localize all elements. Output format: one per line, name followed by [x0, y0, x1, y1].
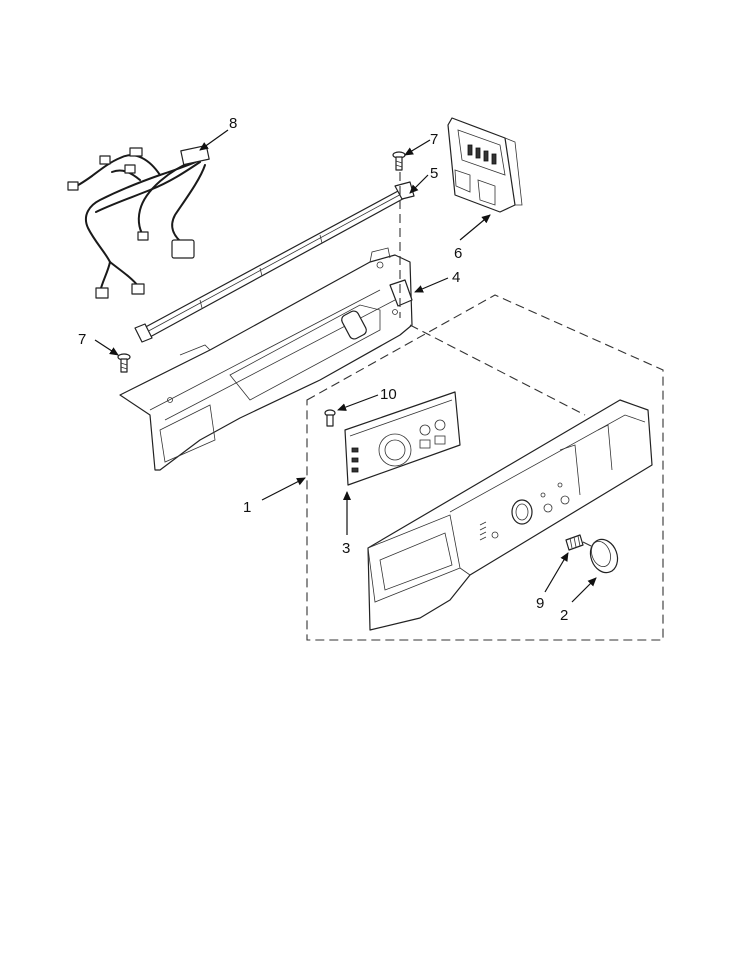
screw-part-top — [392, 151, 406, 171]
callout-3: 3 — [342, 540, 350, 557]
assembly-boundary — [306, 294, 664, 641]
console-panel-part — [367, 399, 653, 631]
interface-board-part — [344, 391, 461, 486]
board-screw-part — [324, 409, 336, 427]
control-module-part — [447, 117, 523, 213]
assembly-line-frame-to-panel — [409, 324, 586, 416]
knob-spring-part — [565, 534, 596, 551]
leader-arrow-7-top — [404, 139, 431, 156]
leader-arrow-8 — [199, 129, 229, 151]
control-knob-part — [589, 538, 619, 574]
callout-5: 5 — [430, 165, 438, 182]
callout-10: 10 — [380, 386, 397, 403]
wiring-harness-part — [67, 144, 210, 299]
leader-arrow-7-left — [94, 339, 119, 356]
screw-part-left — [117, 353, 131, 373]
leader-arrow-9 — [544, 552, 569, 593]
leader-arrow-1 — [261, 477, 306, 501]
callout-9: 9 — [536, 595, 544, 612]
leader-arrow-4 — [414, 277, 449, 293]
leader-arrow-2 — [571, 577, 597, 603]
leader-arrow-10 — [337, 394, 379, 411]
callout-7-left: 7 — [78, 331, 86, 348]
callout-1: 1 — [243, 499, 251, 516]
callout-4: 4 — [452, 269, 460, 286]
callout-2: 2 — [560, 607, 568, 624]
console-frame-part — [119, 247, 413, 471]
leader-arrow-5 — [409, 174, 429, 194]
leader-arrow-6 — [459, 214, 491, 241]
callout-7-top: 7 — [430, 131, 438, 148]
callout-8: 8 — [229, 115, 237, 132]
callout-6: 6 — [454, 245, 462, 262]
